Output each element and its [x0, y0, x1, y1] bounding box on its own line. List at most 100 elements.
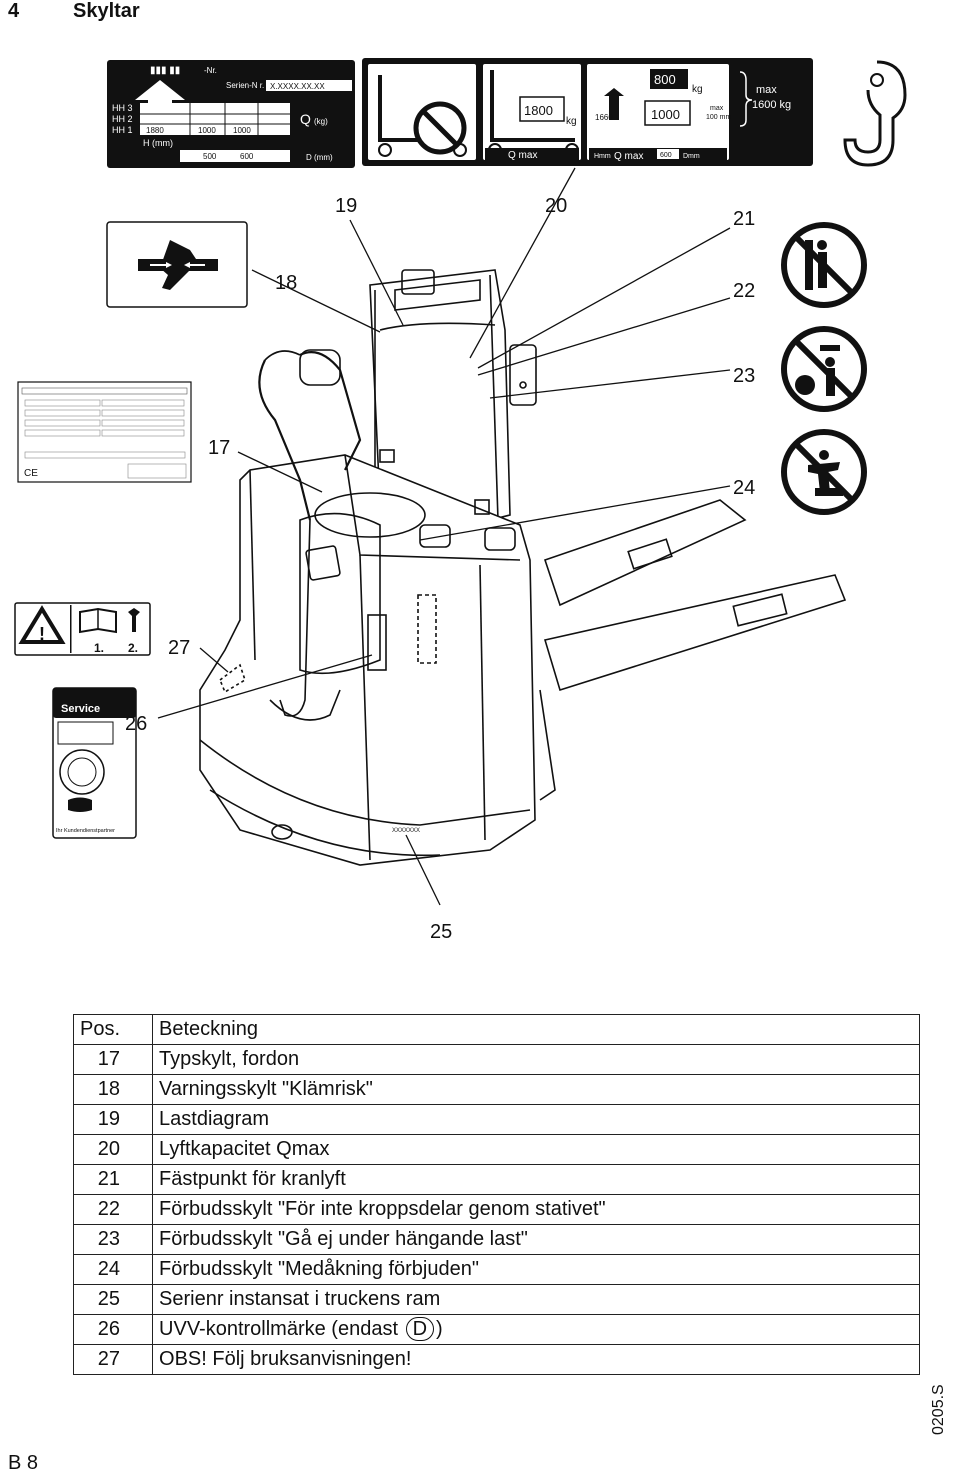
row-pos: 23 [72, 1224, 154, 1255]
plate-row-hh3: HH 3 [112, 103, 133, 113]
row-pos: 19 [72, 1104, 154, 1135]
plate-col2: 1000 [233, 126, 251, 135]
prohibition-sign-suspended-load [781, 326, 867, 412]
row-pos: 25 [72, 1284, 154, 1315]
d-value: 600 [660, 152, 672, 159]
load-diagram-plate: ▮▮▮ ▮▮ -Nr. Serien-N r. X.XXXX.XX.XX HH … [107, 60, 355, 168]
ce-mark: CE [24, 468, 38, 479]
inspection-seal [59, 749, 105, 795]
plate-d-label: D (mm) [306, 153, 333, 162]
revision-code: 0205.S [930, 1384, 947, 1435]
row-desc: Lastdiagram [152, 1104, 920, 1135]
pinch-warning-sign [106, 221, 248, 308]
callout-23: 23 [733, 365, 755, 387]
callout-20: 20 [545, 195, 567, 217]
row-desc: OBS! Följ bruksanvisningen! [152, 1344, 920, 1375]
callout-24: 24 [733, 477, 755, 499]
warning-triangle-icon [18, 605, 66, 644]
plate-row-hh2: HH 2 [112, 114, 133, 124]
pallet-truck-drawing [199, 269, 847, 866]
capacity-plate: 1800 kg Q max 800 kg 1660 1000 max 100 m… [362, 58, 813, 166]
max-value: 1600 kg [752, 99, 791, 111]
row-desc: Varningsskylt "Klämrisk" [152, 1074, 920, 1105]
serial-stamp: XXXXXXX [392, 828, 420, 834]
row-pos: 26 [72, 1314, 154, 1345]
row-desc: Serienr instansat i truckens ram [152, 1284, 920, 1315]
chapter-number: 4 [8, 0, 20, 22]
qmax-label: Q max [508, 150, 537, 161]
callout-26: 26 [125, 713, 147, 735]
callout-18: 18 [275, 272, 297, 294]
service-footer: Ihr Kundendienstpartner [56, 828, 115, 834]
service-label: Service Ihr Kundendienstpartner [52, 687, 137, 839]
hand-icon [160, 240, 198, 290]
table-row: 26 UVV-kontrollmärke (endast D) [72, 1314, 920, 1345]
plate-serial-label: Serien-N r. [226, 81, 264, 90]
callout-27: 27 [168, 637, 190, 659]
leader-lines [157, 167, 731, 906]
callout-25: 25 [430, 921, 452, 943]
labels-figure: ▮▮▮ ▮▮ -Nr. Serien-N r. X.XXXX.XX.XX HH … [0, 40, 960, 950]
warning-step-1: 1. [94, 641, 104, 655]
row-pos: 18 [72, 1074, 154, 1105]
phone-icon [68, 797, 92, 812]
read-manual-sign: ! 1. 2. [14, 602, 151, 656]
row-pos: 27 [72, 1344, 154, 1375]
crane-hook-icon [843, 60, 907, 167]
plate-q-unit: (kg) [314, 117, 328, 126]
plate-logo: ▮▮▮ ▮▮ [150, 65, 180, 76]
row-pos: 22 [72, 1194, 154, 1225]
max-label: max [756, 84, 777, 96]
row-desc: Fästpunkt för kranlyft [152, 1164, 920, 1195]
top-unit: kg [692, 84, 703, 95]
plate-h-value: 1880 [146, 126, 164, 135]
country-code-circled: D [405, 1317, 435, 1341]
cap1-unit: kg [566, 116, 577, 127]
row-pos: 17 [72, 1044, 154, 1075]
row-desc: UVV-kontrollmärke (endast D) [152, 1314, 920, 1345]
plate-row-hh1: HH 1 [112, 125, 133, 135]
legend-header-desc: Beteckning [152, 1014, 920, 1045]
max-small-mm: 100 mm [706, 114, 731, 121]
row-pos: 21 [72, 1164, 154, 1195]
plate-q-label: Q [300, 111, 311, 127]
figure-svg: ▮▮▮ ▮▮ -Nr. Serien-N r. X.XXXX.XX.XX HH … [14, 58, 907, 943]
dmm-label: Dmm [683, 153, 700, 160]
row-pos: 24 [72, 1254, 154, 1285]
row-desc-after: ) [436, 1318, 443, 1340]
height-value: 1660 [595, 113, 613, 122]
plate-serial-value: X.XXXX.XX.XX [270, 82, 325, 91]
legend-header-row: Pos. Beteckning [72, 1014, 920, 1045]
plate-d2: 600 [240, 152, 254, 161]
qmax2-label: Q max [614, 151, 643, 162]
type-plate: CE [17, 381, 192, 483]
plate-d1: 500 [203, 152, 217, 161]
chapter-title: Skyltar [73, 0, 140, 22]
callout-19: 19 [335, 195, 357, 217]
hmm-label: Hmm [594, 153, 611, 160]
plate-h-label: H (mm) [143, 138, 173, 148]
mid-value: 1000 [651, 107, 680, 122]
prohibition-sign-no-riding [781, 429, 867, 515]
top-value: 800 [654, 72, 676, 87]
legend-header-pos: Pos. [72, 1014, 154, 1045]
callout-21: 21 [733, 208, 755, 230]
row-pos: 20 [72, 1134, 154, 1165]
row-desc: Lyftkapacitet Qmax [152, 1134, 920, 1165]
prohibition-sign-body-parts [781, 222, 867, 308]
row-desc: Typskylt, fordon [152, 1044, 920, 1075]
row-desc: Förbudsskylt "Gå ej under hängande last" [152, 1224, 920, 1255]
service-title: Service [61, 703, 100, 715]
callout-22: 22 [733, 280, 755, 302]
row-desc: Förbudsskylt "Medåkning förbjuden" [152, 1254, 920, 1285]
